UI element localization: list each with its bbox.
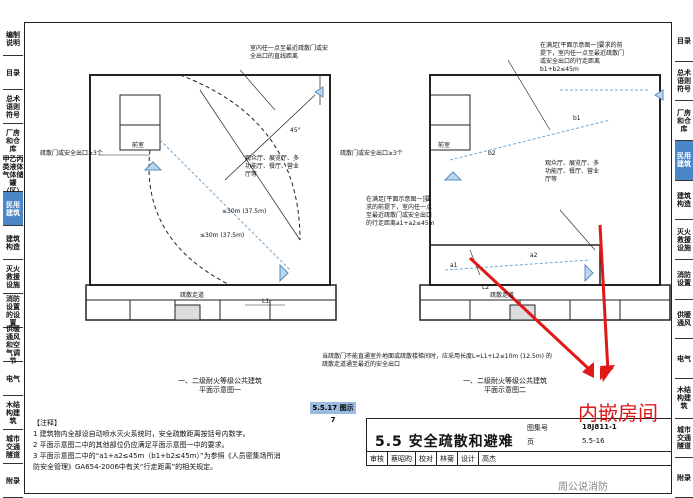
left-dist1: ≤30m (37.5m) bbox=[222, 208, 267, 215]
left-plan bbox=[85, 69, 337, 321]
left-rooms-label: 观众厅、展览厅、多功能厅、餐厅、营业厅等 bbox=[245, 155, 300, 178]
right-caption: 一、二级耐火等级公共建筑平面示意图二 bbox=[463, 377, 547, 394]
left-caption: 一、二级耐火等级公共建筑平面示意图一 bbox=[178, 377, 262, 394]
drawing-frame bbox=[24, 22, 672, 494]
right-annot-exit: 疏散门或安全出口≥3个 bbox=[340, 150, 403, 157]
right-rooms-label: 观众厅、展览厅、多功能厅、餐厅、营业厅等 bbox=[545, 160, 600, 183]
inset-room-annotation: 内嵌房间 bbox=[578, 401, 658, 425]
review-label: 审核 bbox=[367, 452, 388, 466]
notes-line: 防安全管理》GA654-2006中有关“行走距离”的相关规定。 bbox=[33, 463, 218, 471]
right-tab[interactable]: 附录 bbox=[675, 458, 693, 498]
left-l1-label: L1 bbox=[262, 298, 270, 305]
right-tab[interactable]: 供暖通风 bbox=[675, 300, 693, 340]
notes-line: 1 建筑物内全部设自动喷水灭火系统时，安全疏散距离按括号内数字。 bbox=[33, 430, 250, 438]
atlas-label: 图集号 bbox=[527, 424, 548, 432]
designer-name: 高杰 bbox=[482, 455, 496, 463]
right-tab[interactable]: 木结构建筑 bbox=[675, 379, 693, 419]
left-tab[interactable]: 民用建筑 bbox=[3, 192, 23, 226]
right-plan bbox=[419, 59, 671, 321]
notes-heading: 【注释】 bbox=[33, 419, 61, 427]
reviewer-name: 蔡昭昀 bbox=[388, 452, 416, 466]
atlas-number: 18J811-1 bbox=[582, 423, 617, 431]
title-block: 5.5 安全疏散和避难 图集号 18J811-1 页 5.5-16 审核 蔡昭昀… bbox=[366, 418, 672, 466]
left-tab-strip: 编制说明目录总术语则符号厂房和仓库甲乙丙类液体气体储罐（区）民用建筑建筑构造灭火… bbox=[2, 22, 24, 498]
right-b1-label: b1 bbox=[573, 115, 581, 122]
right-tab[interactable]: 厂房和仓库 bbox=[675, 101, 693, 141]
checker-name: 林菊 bbox=[437, 452, 458, 466]
right-corridor-label: 疏散走道 bbox=[490, 292, 515, 299]
left-tab[interactable]: 供暖通风和空气调节 bbox=[3, 325, 23, 365]
page-label: 页 bbox=[527, 438, 534, 446]
notes-line: 2 平面示意图二中的其他部位仍应满足平面示意图一中的要求。 bbox=[33, 441, 229, 449]
left-angle-label: 45° bbox=[290, 127, 301, 134]
left-corridor-label: 疏散走道 bbox=[180, 292, 205, 299]
section-title: 5.5 安全疏散和避难 bbox=[375, 434, 514, 450]
right-lobby-label: 前室 bbox=[438, 142, 451, 149]
watermark-text: 周公说消防 bbox=[558, 482, 608, 493]
right-tab[interactable]: 目录 bbox=[675, 22, 693, 62]
left-tab[interactable]: 目录 bbox=[3, 56, 23, 90]
right-b2-label: b2 bbox=[488, 150, 496, 157]
check-label: 校对 bbox=[416, 452, 437, 466]
right-annot-top: 在满足[平面示意图一]要求的前提下，室内任一点至最近疏散门或安全出口的行走距离b… bbox=[540, 42, 625, 73]
right-tab[interactable]: 民用建筑 bbox=[675, 141, 693, 181]
left-tab[interactable]: 厂房和仓库 bbox=[3, 124, 23, 158]
left-tab[interactable]: 建筑构造 bbox=[3, 226, 23, 260]
notes-line: 3 平面示意图二中的“a1+a2≤45m（b1+b2≤45m）”为参照《人员密集… bbox=[33, 452, 281, 460]
right-a2-label: a2 bbox=[530, 252, 538, 259]
red-arrows bbox=[468, 224, 615, 382]
left-lobby-label: 前室 bbox=[132, 142, 145, 149]
notes-block: 【注释】 1 建筑物内全部设自动喷水灭火系统时，安全疏散距离按括号内数字。 2 … bbox=[33, 418, 363, 473]
left-tab[interactable]: 消防设置的设置 bbox=[3, 294, 23, 328]
right-tab[interactable]: 灭火救援设施 bbox=[675, 220, 693, 260]
right-bottom-annot: 当疏散门不能直通室外地面或疏散楼梯间时，应采用长度L=L1+L2≤10m (12… bbox=[322, 353, 552, 368]
right-tab[interactable]: 城市交通隧道 bbox=[675, 419, 693, 459]
right-tab[interactable]: 总术语则符号 bbox=[675, 62, 693, 102]
right-tab[interactable]: 消防设置 bbox=[675, 260, 693, 300]
figure-tag: 5.5.17 图示7 bbox=[310, 402, 356, 424]
left-tab[interactable]: 城市交通隧道 bbox=[3, 430, 23, 464]
left-tab[interactable]: 总术语则符号 bbox=[3, 90, 23, 124]
page-number: 5.5-16 bbox=[582, 437, 605, 445]
left-tab[interactable]: 编制说明 bbox=[3, 22, 23, 56]
right-tab[interactable]: 建筑构造 bbox=[675, 181, 693, 221]
right-annot-mid: 在满足[平面示意图一]要求的前提下，室内任一点至最近疏散门或安全出口的行走距离a… bbox=[366, 196, 435, 227]
right-tab-strip: 目录总术语则符号厂房和仓库民用建筑建筑构造灭火救援设施消防设置供暖通风电气木结构… bbox=[675, 22, 693, 498]
right-a1-label: a1 bbox=[450, 262, 458, 269]
left-tab[interactable]: 电气 bbox=[3, 362, 23, 396]
left-annot-exit: 疏散门或安全出口≥3个 bbox=[40, 150, 103, 157]
left-tab[interactable]: 木结构建筑 bbox=[3, 396, 23, 430]
left-annot-top: 室内任一点至最近疏散门或安全出口的直线距离 bbox=[250, 45, 329, 60]
left-dist2: ≤30m (37.5m) bbox=[200, 232, 245, 239]
left-tab[interactable]: 灭火救援设施 bbox=[3, 260, 23, 294]
design-label: 设计 bbox=[458, 452, 479, 466]
right-l2-label: L2 bbox=[482, 284, 490, 291]
right-tab[interactable]: 电气 bbox=[675, 339, 693, 379]
signature-row: 审核 蔡昭昀 校对 林菊 设计 高杰 bbox=[367, 451, 671, 466]
left-tab[interactable]: 甲乙丙类液体气体储罐（区） bbox=[2, 154, 24, 195]
